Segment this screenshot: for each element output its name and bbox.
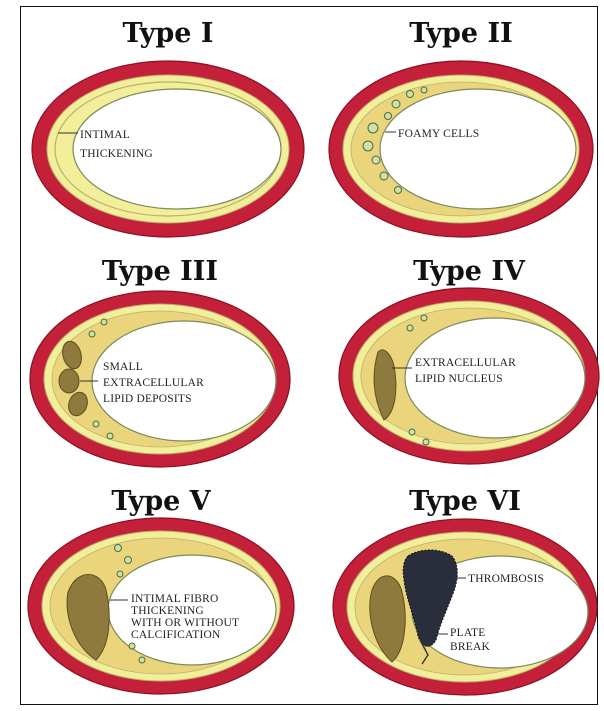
label-line: THROMBOSIS <box>468 573 544 585</box>
label-line: EXTRACELLULAR <box>415 357 516 369</box>
label-line: LIPID NUCLEUS <box>415 373 503 385</box>
lumen <box>380 89 576 209</box>
panel-type-3: Type III SMALL EXTRACELLULAR LIPID <box>30 256 290 467</box>
label-line: FOAMY CELLS <box>398 128 479 140</box>
label-line: THICKENING <box>131 605 204 617</box>
artery-cross-section <box>32 61 304 237</box>
label-line: CALCIFICATION <box>131 629 221 641</box>
panel-type-1: Type I INTIMAL THICKENING <box>32 18 304 237</box>
panel-title: Type I <box>123 18 214 49</box>
panel-title: Type IV <box>413 256 526 287</box>
foam-cell <box>93 421 99 427</box>
foam-cell <box>129 643 135 649</box>
foam-cell <box>115 545 122 552</box>
foam-cell <box>395 187 402 194</box>
lipid-deposit <box>59 369 79 393</box>
label-line: LIPID DEPOSITS <box>103 393 192 405</box>
foam-cell <box>409 429 415 435</box>
panel-title: Type III <box>102 256 218 287</box>
foam-cell <box>421 87 427 93</box>
foam-cell <box>380 172 388 180</box>
label-line: EXTRACELLULAR <box>103 377 204 389</box>
label-line: THICKENING <box>80 148 153 160</box>
foam-cell <box>363 141 373 151</box>
foam-cell <box>385 113 392 120</box>
label-line: INTIMAL FIBRO <box>131 593 218 605</box>
foam-cell <box>89 331 95 337</box>
foam-cell <box>139 657 145 663</box>
foam-cell <box>125 557 132 564</box>
panel-title: Type II <box>409 18 513 49</box>
foam-cell <box>423 439 429 445</box>
foam-cell <box>407 325 413 331</box>
panel-type-5: Type V INTIMAL FIBRO THICKENING WITH OR … <box>28 486 294 694</box>
foam-cell <box>107 433 113 439</box>
panel-title: Type VI <box>409 486 521 517</box>
label-line: PLATE <box>450 627 486 639</box>
panel-type-2: Type II FOAMY CELLS <box>329 18 593 237</box>
label-line: INTIMAL <box>80 129 130 141</box>
foam-cell <box>117 571 123 577</box>
foam-cell <box>368 123 378 133</box>
label-line: BREAK <box>450 641 490 653</box>
panel-type-6: Type VI THROMBOSIS PLATE BREAK <box>333 486 597 695</box>
panel-title: Type V <box>111 486 211 517</box>
foam-cell <box>392 100 400 108</box>
foam-cell <box>101 319 107 325</box>
label-line: SMALL <box>103 361 143 373</box>
foam-cell <box>407 91 414 98</box>
foam-cell <box>421 315 427 321</box>
panel-type-4: Type IV EXTRACELLULAR LIPID NUCLEUS <box>339 256 599 464</box>
label-line: WITH OR WITHOUT <box>131 617 239 629</box>
foam-cell <box>372 156 380 164</box>
